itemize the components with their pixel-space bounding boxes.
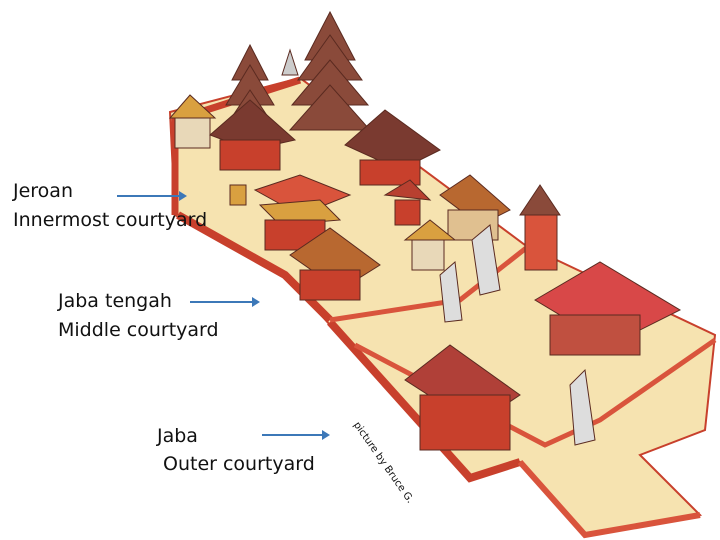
label-outer-courtyard: Outer courtyard xyxy=(163,453,315,475)
front-wall xyxy=(517,460,701,539)
arrow-jaba-tengah xyxy=(190,297,260,307)
label-jaba: Jaba xyxy=(157,425,198,447)
arrow-jeroan xyxy=(117,191,187,201)
pavilions xyxy=(168,94,682,451)
arrow-jaba xyxy=(262,430,330,440)
middle-wall xyxy=(327,319,522,483)
label-innermost-courtyard: Innermost courtyard xyxy=(13,209,208,231)
left-wall xyxy=(176,211,333,323)
label-jaba-tengah: Jaba tengah xyxy=(58,290,172,312)
label-middle-courtyard: Middle courtyard xyxy=(58,319,219,341)
label-jeroan: Jeroan xyxy=(13,180,73,202)
meru-tower xyxy=(225,10,372,131)
